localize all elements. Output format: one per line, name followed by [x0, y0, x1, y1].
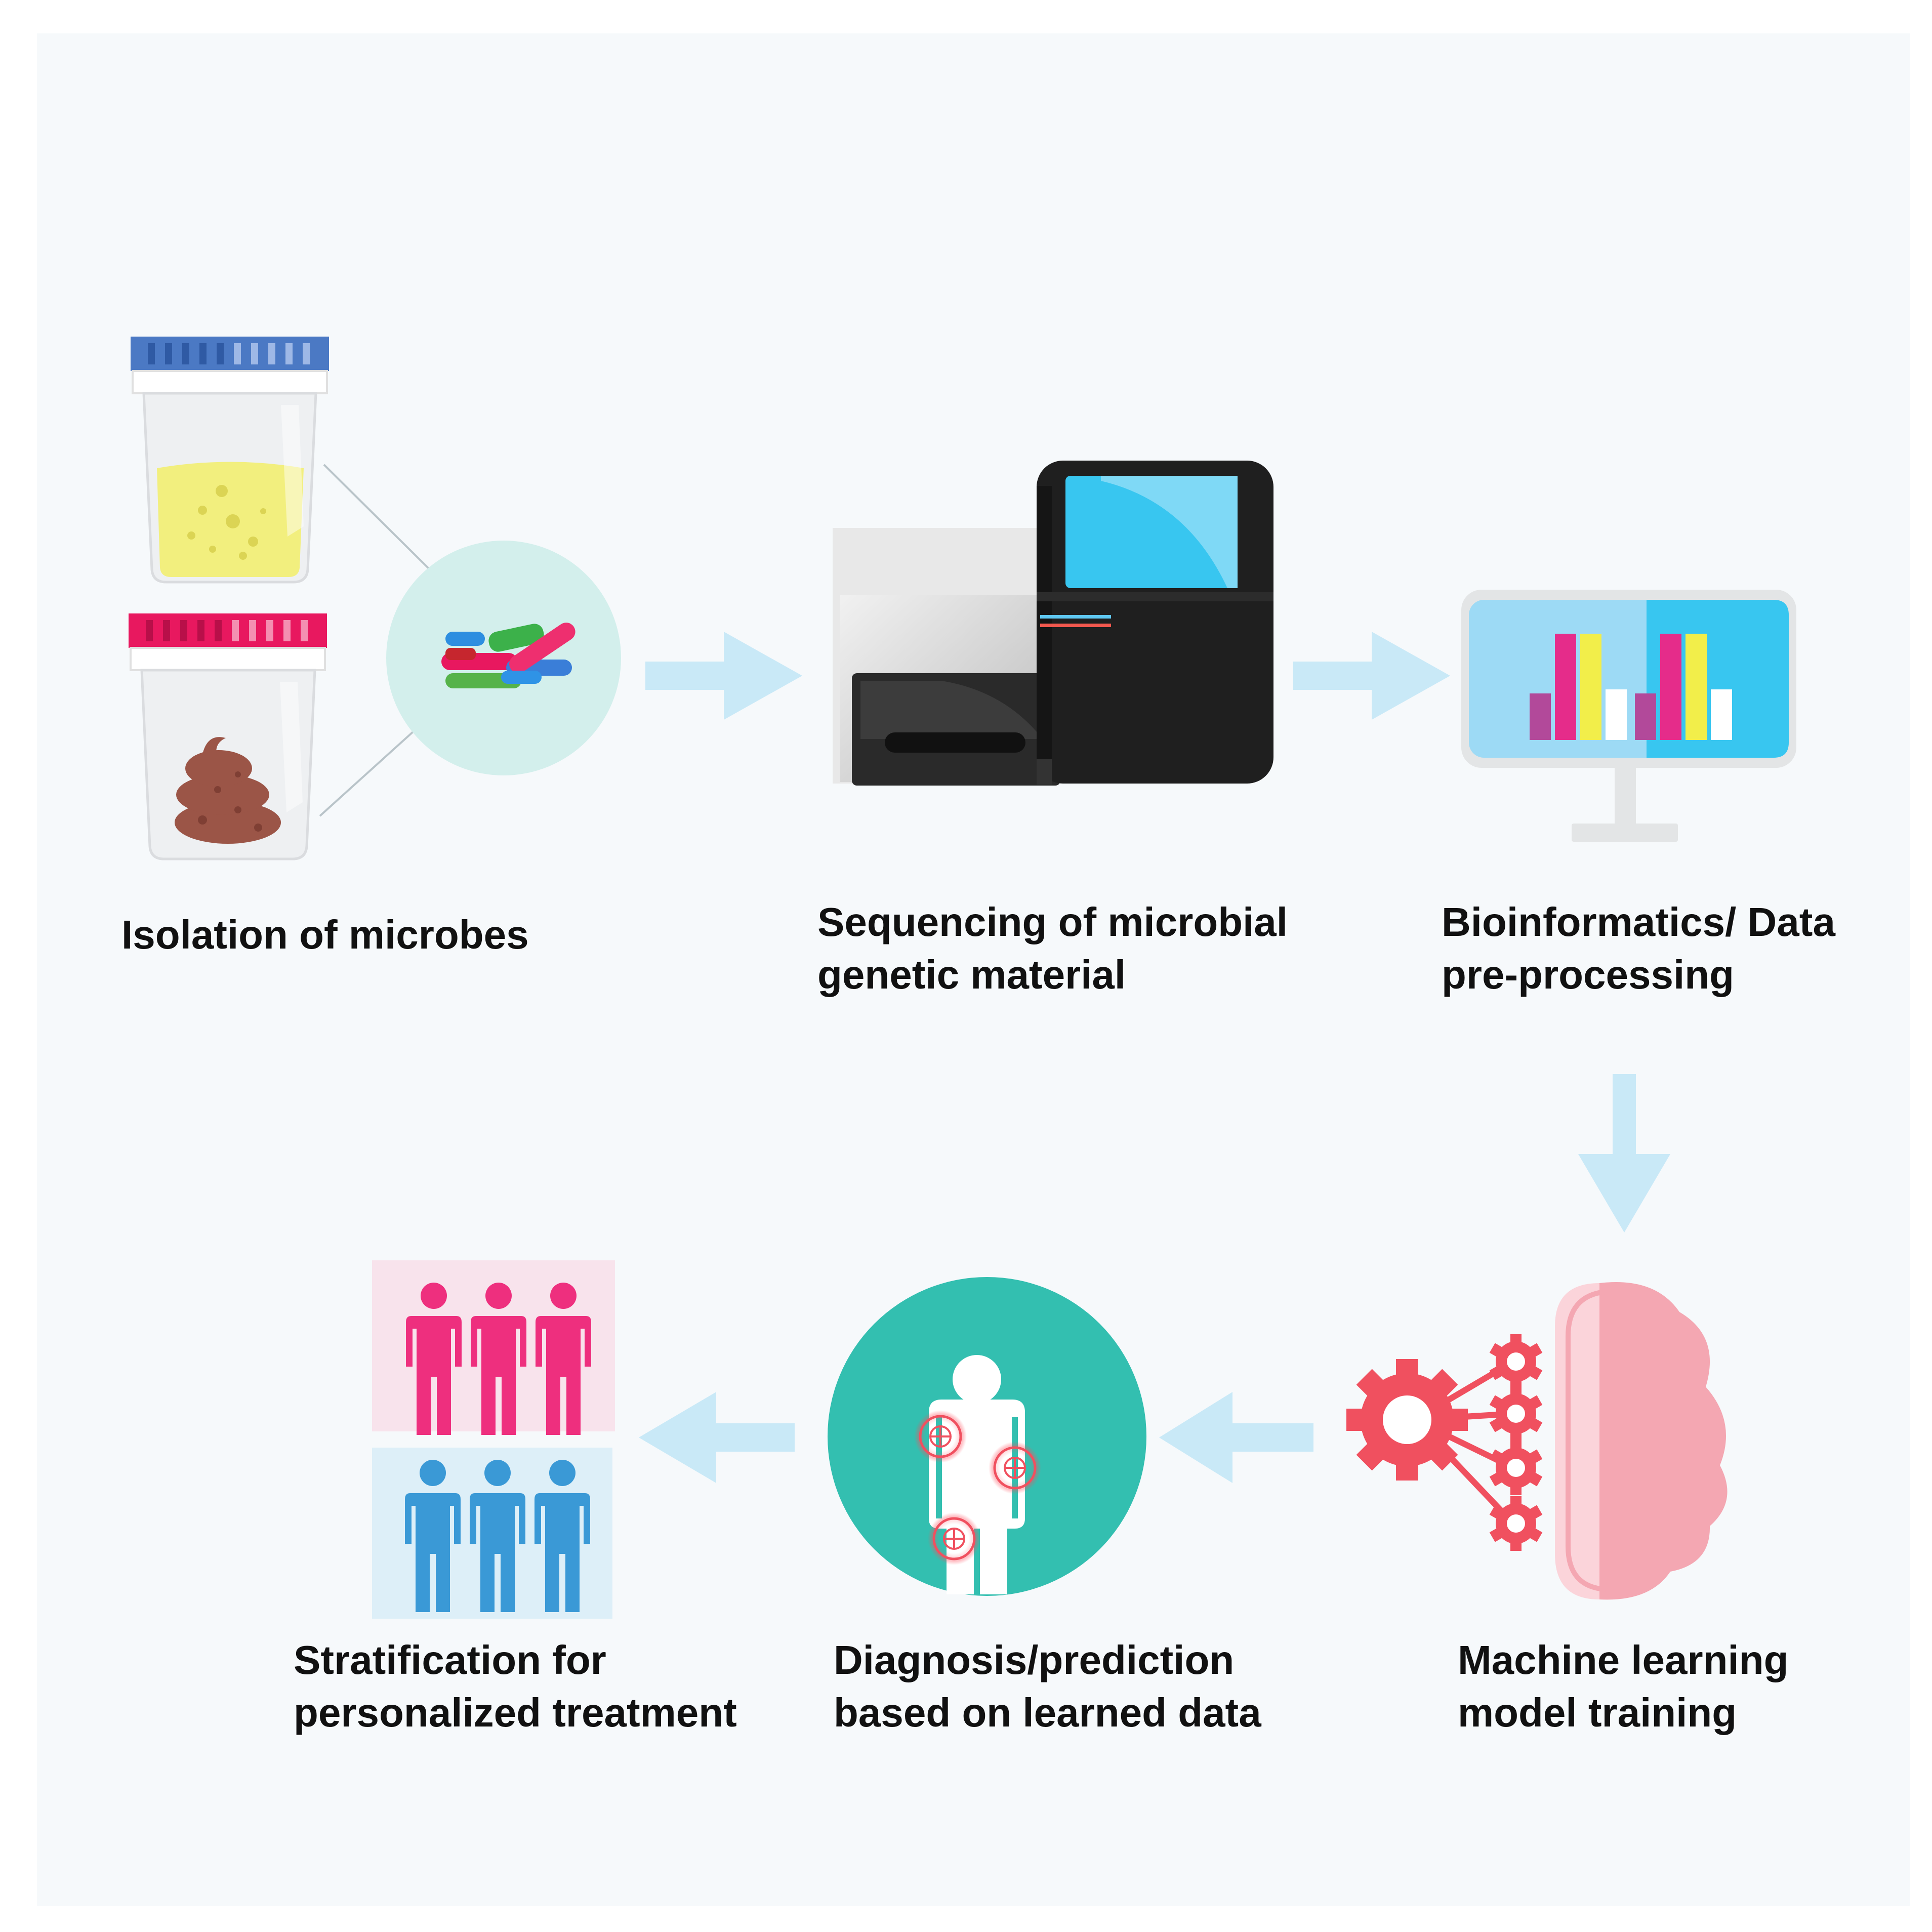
step-label-line: Sequencing of microbial — [817, 899, 1288, 944]
step-label-bioinformatics: Bioinformatics/ Data pre-processing — [1442, 896, 1835, 1001]
step-label-line: pre-processing — [1442, 952, 1734, 997]
step-label-line: model training — [1458, 1690, 1737, 1735]
microbes-magnified-icon — [386, 541, 621, 775]
step-label-line: Machine learning — [1458, 1637, 1789, 1682]
diagnosis-patient-icon — [828, 1277, 1146, 1596]
step-label-line: genetic material — [817, 952, 1126, 997]
arrow-down — [1578, 1074, 1670, 1232]
dna-sequencer-icon — [833, 461, 1273, 786]
step-label-isolation: Isolation of microbes — [121, 909, 529, 961]
step-label-line: Isolation of microbes — [121, 912, 529, 957]
machine-learning-brain-gears-icon — [1346, 1282, 1728, 1600]
step-label-diagnosis: Diagnosis/prediction based on learned da… — [834, 1634, 1261, 1739]
step-label-line: Bioinformatics/ Data — [1442, 899, 1835, 944]
step-label-stratification: Stratification for personalized treatmen… — [294, 1634, 737, 1739]
step-label-line: Diagnosis/prediction — [834, 1637, 1235, 1682]
step-label-line: based on learned data — [834, 1690, 1261, 1735]
step-label-sequencing: Sequencing of microbial genetic material — [817, 896, 1288, 1001]
urine-sample-jar-icon — [131, 337, 329, 584]
step-label-line: Stratification for — [294, 1637, 606, 1682]
target-marker-icon — [928, 1512, 980, 1565]
stool-sample-jar-icon — [129, 613, 327, 860]
target-marker-icon — [989, 1442, 1041, 1494]
patient-group-blue-icon — [372, 1448, 612, 1619]
bioinformatics-monitor-icon — [1461, 590, 1796, 842]
target-marker-icon — [914, 1410, 967, 1463]
arrow-right-1 — [645, 632, 802, 720]
step-label-line: personalized treatment — [294, 1690, 737, 1735]
arrow-left-2 — [639, 1392, 795, 1483]
arrow-right-2 — [1293, 632, 1450, 720]
step-label-ml-training: Machine learning model training — [1458, 1634, 1788, 1739]
arrow-left-1 — [1159, 1392, 1313, 1483]
patient-group-pink-icon — [372, 1260, 615, 1435]
